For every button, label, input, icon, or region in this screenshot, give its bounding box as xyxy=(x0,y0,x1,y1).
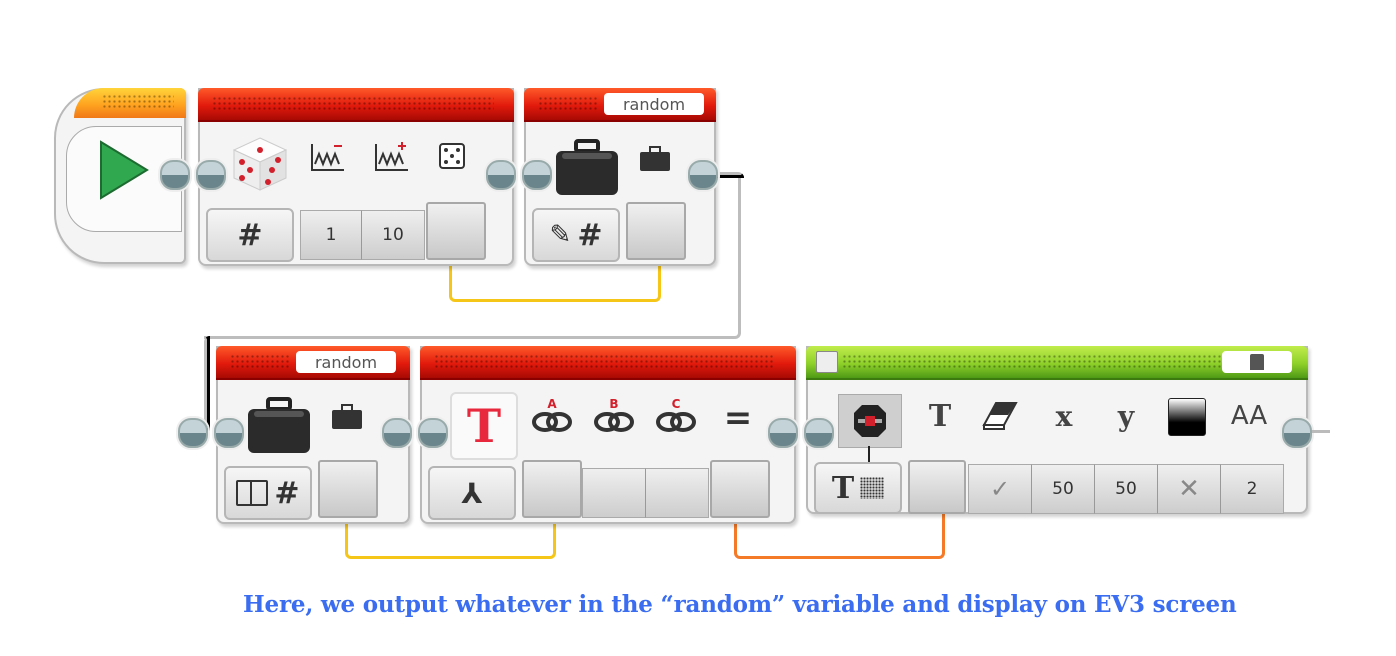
brick-screen-icon xyxy=(838,394,902,448)
text-block[interactable]: T ⅄ A B C = xyxy=(418,346,796,524)
briefcase-small-icon xyxy=(330,402,364,432)
lower-bound-input[interactable]: 1 xyxy=(300,210,362,260)
grid-icon xyxy=(860,477,885,499)
variable-value-output[interactable] xyxy=(318,460,378,518)
text-icon: T xyxy=(450,392,518,460)
variable-read-mode-selector[interactable]: # xyxy=(224,466,312,520)
sequence-wire xyxy=(204,172,741,339)
variable-write-header: random xyxy=(524,88,716,122)
display-brick-indicator xyxy=(1222,351,1292,373)
clear-screen-input[interactable]: ✓ xyxy=(968,464,1032,514)
display-output-plug[interactable] xyxy=(1282,418,1312,448)
start-output-plug[interactable] xyxy=(160,160,190,190)
start-block-header xyxy=(74,88,186,118)
text-input-a[interactable] xyxy=(522,460,582,518)
random-block-header xyxy=(198,88,514,122)
variable-write-input-plug[interactable] xyxy=(522,160,552,190)
text-result-output[interactable] xyxy=(710,460,770,518)
merge-icon: ⅄ xyxy=(461,476,483,510)
variable-value-input[interactable] xyxy=(626,202,686,260)
wave-minus-icon xyxy=(310,140,346,172)
data-wire-variable-to-text xyxy=(345,512,556,559)
data-wire-text-to-display xyxy=(734,512,945,559)
port-selector-icon[interactable] xyxy=(816,351,838,373)
sequence-stub xyxy=(1312,430,1330,433)
text-mode-selector[interactable]: ⅄ xyxy=(428,466,516,520)
briefcase-icon xyxy=(554,136,620,198)
color-input[interactable]: ✕ xyxy=(1157,464,1221,514)
variable-read-output-plug[interactable] xyxy=(382,418,412,448)
x-input[interactable]: 50 xyxy=(1031,464,1095,514)
display-mode-selector[interactable]: T xyxy=(814,462,902,514)
text-input-c[interactable] xyxy=(645,468,709,518)
variable-read-input-plug[interactable] xyxy=(214,418,244,448)
pencil-icon: ✎ xyxy=(549,220,572,250)
text-output-plug[interactable] xyxy=(768,418,798,448)
variable-write-mode-selector[interactable]: ✎ # xyxy=(532,208,620,262)
random-block[interactable]: # 1 10 xyxy=(196,88,514,266)
input-c-icon: C xyxy=(654,396,698,436)
briefcase-icon xyxy=(246,394,312,456)
equals-icon: = xyxy=(723,398,753,438)
brick-icon xyxy=(1250,354,1264,370)
sequence-wire-down xyxy=(204,336,210,434)
font-size-icon: AA xyxy=(1230,401,1268,431)
text-mode-icon: T xyxy=(831,470,855,506)
text-param-icon: T xyxy=(928,398,952,434)
data-wire-random-to-variable xyxy=(449,256,661,302)
display-block[interactable]: T T x y AA ✓ 50 50 ✕ 2 xyxy=(804,346,1308,514)
variable-read-header: random xyxy=(216,346,410,380)
variable-read-name-field[interactable]: random xyxy=(296,351,396,373)
row2-input-plug[interactable] xyxy=(178,418,208,448)
upper-bound-input[interactable]: 10 xyxy=(361,210,425,260)
random-input-plug[interactable] xyxy=(196,160,226,190)
color-icon xyxy=(1168,398,1206,436)
briefcase-small-icon xyxy=(638,144,672,174)
display-text-input[interactable] xyxy=(908,460,966,514)
number-type-icon: # xyxy=(274,475,300,511)
random-mode-selector[interactable]: # xyxy=(206,208,294,262)
dice-icon xyxy=(230,134,290,194)
variable-name-field[interactable]: random xyxy=(604,93,704,115)
number-type-icon: # xyxy=(577,217,603,253)
y-param-icon: y xyxy=(1117,399,1135,433)
input-a-icon: A xyxy=(530,396,574,436)
caption-text: Here, we output whatever in the “random”… xyxy=(243,591,1237,618)
book-icon xyxy=(236,480,269,506)
wave-plus-icon xyxy=(374,140,410,172)
display-input-plug[interactable] xyxy=(804,418,834,448)
y-input[interactable]: 50 xyxy=(1094,464,1158,514)
input-b-icon: B xyxy=(592,396,636,436)
play-icon xyxy=(96,138,152,202)
variable-read-block[interactable]: random # xyxy=(214,346,410,524)
eraser-icon xyxy=(980,396,1020,436)
text-block-header xyxy=(420,346,796,380)
variable-write-output-plug[interactable] xyxy=(688,160,718,190)
dice-face-icon xyxy=(438,142,466,170)
text-input-b[interactable] xyxy=(582,468,646,518)
text-input-plug[interactable] xyxy=(418,418,448,448)
random-output-plug[interactable] xyxy=(486,160,516,190)
font-input[interactable]: 2 xyxy=(1220,464,1284,514)
x-param-icon: x xyxy=(1055,399,1073,433)
display-block-header xyxy=(806,346,1308,380)
random-result-output[interactable] xyxy=(426,202,486,260)
variable-write-block[interactable]: random ✎ # xyxy=(522,88,716,266)
